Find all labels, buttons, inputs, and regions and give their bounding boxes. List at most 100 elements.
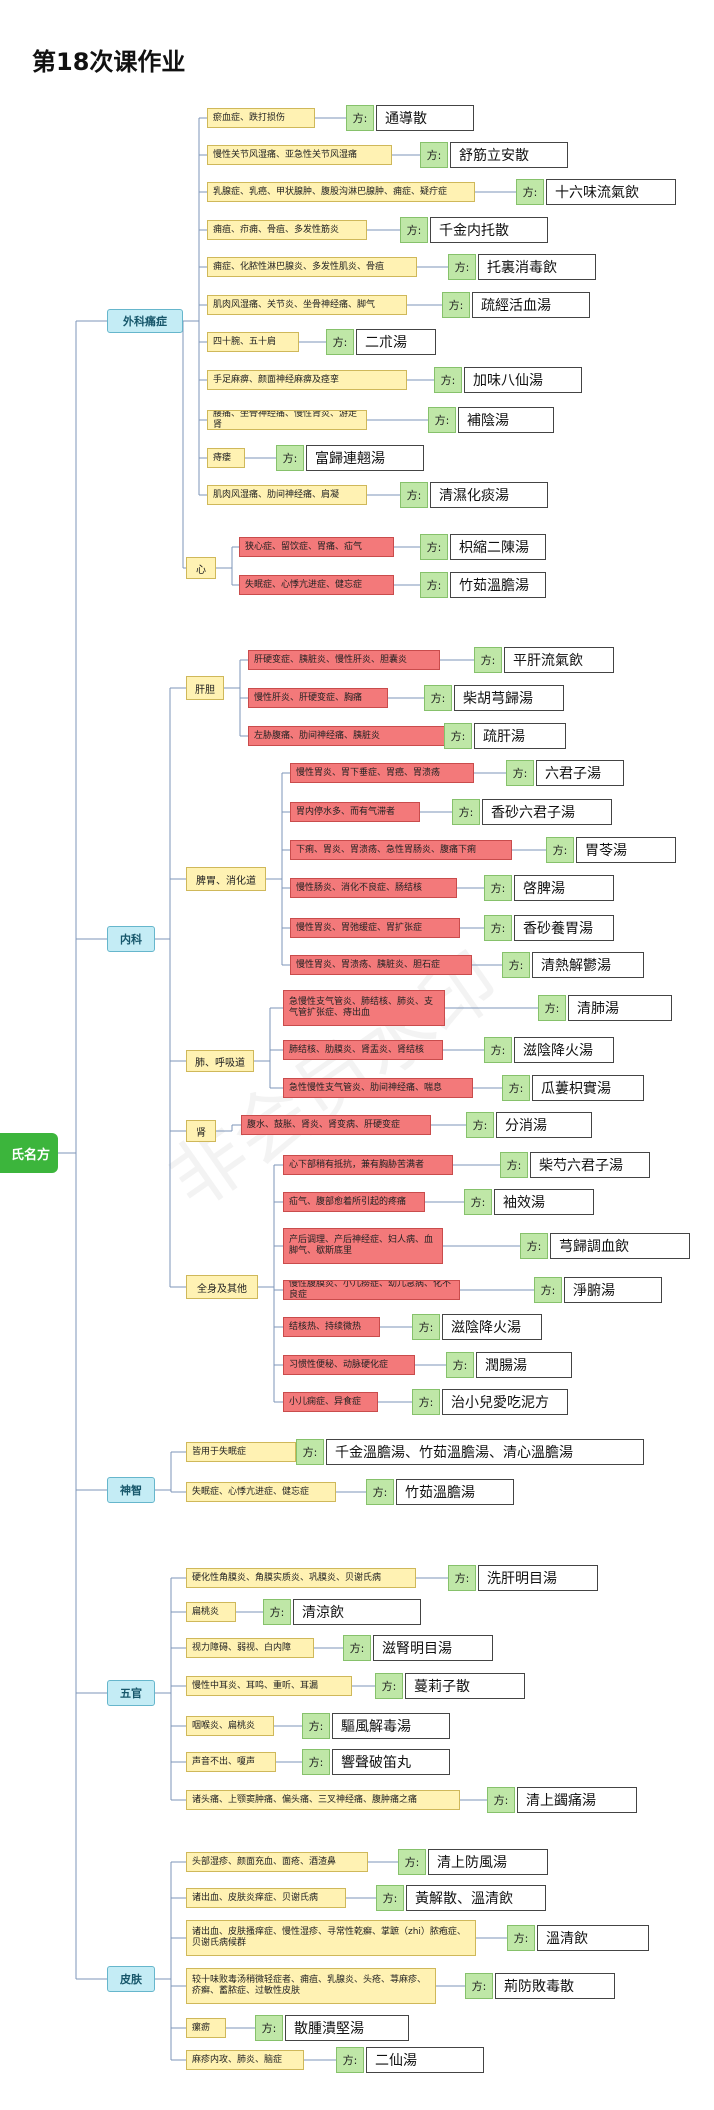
prescription-label[interactable]: 方: [420,534,448,560]
item-description[interactable]: 急慢性支气管炎、肺结核、肺炎、支气管扩张症、痔出血 [283,990,445,1026]
prescription-label[interactable]: 方: [302,1713,330,1739]
item-description[interactable]: 肝硬变症、胰脏炎、慢性肝炎、胆囊炎 [248,650,440,670]
prescription-name[interactable]: 分消湯 [496,1112,592,1138]
prescription-name[interactable]: 袖效湯 [494,1189,594,1215]
prescription-label[interactable]: 方: [465,1973,493,1999]
prescription-name[interactable]: 清上防風湯 [428,1849,548,1875]
prescription-label[interactable]: 方: [420,572,448,598]
item-description[interactable]: 慢性胃炎、胃弛缓症、胃扩张症 [290,918,460,938]
prescription-label[interactable]: 方: [424,685,452,711]
item-description[interactable]: 较十味败毒汤稍微轻症者、痈疽、乳腺炎、头疮、荨麻疹、疥癣、蓄脓症、过敏性皮肤 [186,1968,436,2004]
category-node[interactable]: 肝胆 [186,676,224,700]
item-description[interactable]: 腹水、鼓胀、肾炎、肾变病、肝硬变症 [241,1115,431,1135]
prescription-name[interactable]: 枳縮二陳湯 [450,534,546,560]
prescription-name[interactable]: 淨腑湯 [564,1277,662,1303]
item-description[interactable]: 肺结核、肋膜炎、肾盂炎、肾结核 [283,1040,443,1060]
prescription-name[interactable]: 滋陰降火湯 [514,1037,614,1063]
prescription-name[interactable]: 千金内托散 [430,217,548,243]
prescription-label[interactable]: 方: [375,1673,403,1699]
prescription-label[interactable]: 方: [326,329,354,355]
item-description[interactable]: 四十腕、五十肩 [207,332,299,352]
item-description[interactable]: 咽喉炎、扁桃炎 [186,1716,274,1736]
item-description[interactable]: 失眠症、心悸亢进症、健忘症 [186,1482,336,1502]
prescription-name[interactable]: 柴芍六君子湯 [530,1152,650,1178]
prescription-name[interactable]: 六君子湯 [536,760,624,786]
item-description[interactable]: 心下部稍有抵抗，兼有胸胁苦满者 [283,1155,453,1175]
prescription-label[interactable]: 方: [520,1233,548,1259]
item-description[interactable]: 痈疽、疖痈、骨疽、多发性筋炎 [207,220,367,240]
prescription-name[interactable]: 清濕化痰湯 [430,482,548,508]
prescription-label[interactable]: 方: [255,2015,283,2041]
prescription-label[interactable]: 方: [474,647,502,673]
prescription-label[interactable]: 方: [452,799,480,825]
prescription-name[interactable]: 洗肝明目湯 [478,1565,598,1591]
item-description[interactable]: 结核热、持续微热 [283,1317,380,1337]
prescription-label[interactable]: 方: [484,1037,512,1063]
category-node[interactable]: 全身及其他 [186,1275,258,1299]
prescription-name[interactable]: 千金溫膽湯、竹茹溫膽湯、清心溫膽湯 [326,1439,644,1465]
prescription-name[interactable]: 通導散 [376,105,474,131]
prescription-name[interactable]: 十六味流氣飲 [546,179,676,205]
category-node[interactable]: 肾 [186,1120,216,1142]
item-description[interactable]: 瘀血症、跌打损伤 [207,108,315,128]
item-description[interactable]: 皆用于失眠症 [186,1442,296,1462]
prescription-label[interactable]: 方: [412,1389,440,1415]
prescription-name[interactable]: 清熱解鬱湯 [532,952,644,978]
prescription-name[interactable]: 疏肝湯 [474,723,566,749]
category-node[interactable]: 神智 [107,1477,155,1503]
prescription-label[interactable]: 方: [487,1787,515,1813]
prescription-label[interactable]: 方: [507,1925,535,1951]
prescription-name[interactable]: 治小兒愛吃泥方 [442,1389,568,1415]
prescription-label[interactable]: 方: [276,445,304,471]
item-description[interactable]: 急性慢性支气管炎、肋间神经痛、喘息 [283,1078,473,1098]
prescription-label[interactable]: 方: [434,367,462,393]
prescription-name[interactable]: 清涼飲 [293,1599,421,1625]
prescription-label[interactable]: 方: [448,254,476,280]
item-description[interactable]: 失眠症、心悸亢进症、健忘症 [239,575,394,595]
prescription-label[interactable]: 方: [500,1152,528,1178]
category-node[interactable]: 皮肤 [107,1966,155,1992]
prescription-label[interactable]: 方: [428,407,456,433]
item-description[interactable]: 视力障碍、弱视、白内障 [186,1638,314,1658]
prescription-label[interactable]: 方: [538,995,566,1021]
prescription-label[interactable]: 方: [400,217,428,243]
prescription-name[interactable]: 啓脾湯 [514,875,614,901]
prescription-label[interactable]: 方: [398,1849,426,1875]
item-description[interactable]: 头部湿疹、颜面充血、面疮、酒渣鼻 [186,1852,368,1872]
prescription-label[interactable]: 方: [346,105,374,131]
prescription-label[interactable]: 方: [502,952,530,978]
prescription-name[interactable]: 胃苓湯 [576,837,676,863]
item-description[interactable]: 声音不出、嗄声 [186,1752,276,1772]
prescription-name[interactable]: 清上蠲痛湯 [517,1787,637,1813]
prescription-label[interactable]: 方: [484,875,512,901]
prescription-label[interactable]: 方: [376,1885,404,1911]
prescription-label[interactable]: 方: [420,142,448,168]
item-description[interactable]: 腰痛、坐骨神经痛、慢性肾炎、游走肾 [207,410,367,430]
item-description[interactable]: 慢性关节风湿痛、亚急性关节风湿痛 [207,145,392,165]
prescription-name[interactable]: 荊防敗毒散 [495,1973,615,1999]
item-description[interactable]: 诸头痛、上颚窦肿痛、偏头痛、三叉神经痛、腹肿痛之痛 [186,1790,460,1810]
prescription-name[interactable]: 舒筋立安散 [450,142,568,168]
item-description[interactable]: 慢性肝炎、肝硬变症、胸痛 [248,688,388,708]
item-description[interactable]: 肌肉风湿痛、肋间神经痛、肩凝 [207,485,367,505]
item-description[interactable]: 诸出血、皮肤搔痒症、慢性湿疹、寻常性乾癬、掌蹠（zhi）脓疱症、贝谢氏病候群 [186,1920,476,1956]
prescription-label[interactable]: 方: [444,723,472,749]
prescription-label[interactable]: 方: [448,1565,476,1591]
item-description[interactable]: 痈症、化脓性淋巴腺炎、多发性肌炎、骨疽 [207,257,417,277]
item-description[interactable]: 狭心症、留饮症、胃痛、疝气 [239,537,394,557]
prescription-name[interactable]: 二朮湯 [356,329,436,355]
prescription-label[interactable]: 方: [464,1189,492,1215]
prescription-label[interactable]: 方: [400,482,428,508]
item-description[interactable]: 慢性胃炎、胃溃疡、胰脏炎、胆石症 [290,955,472,975]
prescription-name[interactable]: 清肺湯 [568,995,672,1021]
category-node[interactable]: 肺、呼吸道 [186,1050,254,1072]
prescription-label[interactable]: 方: [263,1599,291,1625]
item-description[interactable]: 痔瘘 [207,448,245,468]
prescription-name[interactable]: 滋腎明目湯 [373,1635,493,1661]
prescription-name[interactable]: 香砂六君子湯 [482,799,612,825]
item-description[interactable]: 左胁腹痛、肋间神经痛、胰脏炎 [248,726,446,746]
item-description[interactable]: 慢性胃炎、胃下垂症、胃癌、胃溃疡 [290,763,474,783]
prescription-label[interactable]: 方: [296,1439,324,1465]
item-description[interactable]: 慢性肠炎、消化不良症、肠结核 [290,878,457,898]
item-description[interactable]: 小儿痫症、异食症 [283,1392,378,1412]
